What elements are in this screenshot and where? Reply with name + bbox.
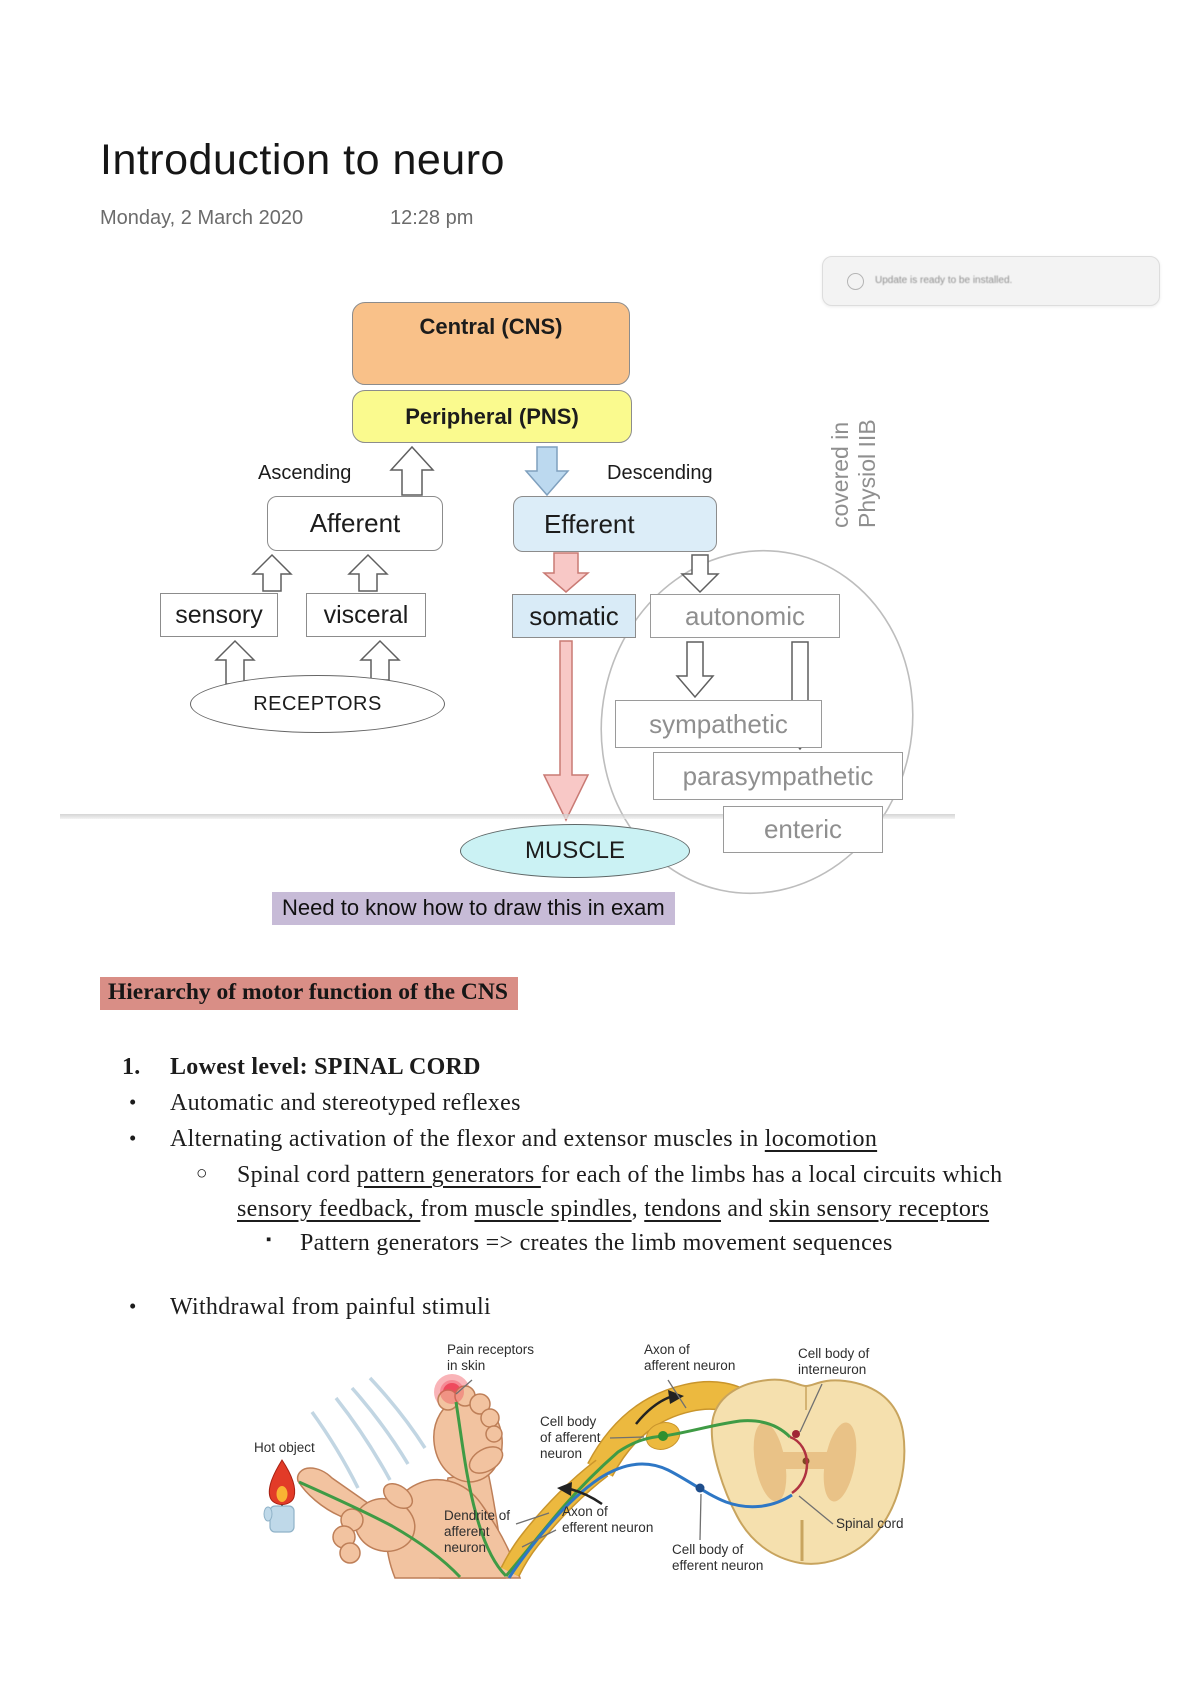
arrow-efferent-to-autonomic <box>680 554 720 594</box>
square-bullet-icon: ▪ <box>266 1232 272 1248</box>
box-afferent: Afferent <box>267 496 443 551</box>
flame-icon <box>268 1459 296 1505</box>
label-cellbody-interneuron: Cell body of interneuron <box>798 1346 870 1377</box>
list-item-locomotion: Alternating activation of the flexor and… <box>170 1126 878 1152</box>
ellipse-receptors: RECEPTORS <box>190 675 445 733</box>
label-hot-object: Hot object <box>254 1440 315 1455</box>
update-toast-text: Update is ready to be installed. <box>875 275 1013 286</box>
reflex-figure <box>230 1374 1050 1619</box>
label-axon-efferent: Axon of efferent neuron <box>562 1504 654 1535</box>
box-somatic: somatic <box>512 594 636 638</box>
update-toast[interactable]: Update is ready to be installed. <box>822 256 1160 306</box>
hot-object-candle <box>263 1459 296 1533</box>
bullet-icon: • <box>129 1126 137 1150</box>
update-status-icon <box>847 273 864 290</box>
box-peripheral-pns: Peripheral (PNS) <box>352 390 632 443</box>
arrow-receptors-to-visceral <box>359 639 401 681</box>
list-item-sensory-feedback: sensory feedback, from muscle spindles, … <box>237 1196 990 1222</box>
arrow-afferent-to-peripheral <box>389 445 435 496</box>
hand-nerve <box>298 1480 462 1579</box>
circle-bullet-icon: ○ <box>196 1163 208 1184</box>
list-item-spinal-cord: Lowest level: SPINAL CORD <box>170 1054 481 1080</box>
box-parasympathetic: parasympathetic <box>653 752 903 800</box>
list-marker: 1. <box>122 1054 141 1080</box>
page-time: 12:28 pm <box>390 207 474 229</box>
label-dendrite-afferent: Dendrite of afferent neuron <box>444 1508 511 1555</box>
arrow-receptors-to-sensory <box>214 639 256 685</box>
list-item-withdrawal: Withdrawal from painful stimuli <box>170 1294 491 1320</box>
image-bottom-edge <box>60 814 955 819</box>
label-descending: Descending <box>607 462 713 484</box>
exam-note: Need to know how to draw this in exam <box>272 892 675 925</box>
label-pain-receptors: Pain receptors in skin <box>447 1342 535 1373</box>
pain-glow-inner <box>443 1383 461 1401</box>
box-autonomic: autonomic <box>650 594 840 638</box>
covered-note: covered in Physiol IIB <box>827 419 880 528</box>
pain-glow-outer <box>434 1374 470 1410</box>
afferent-cell-body-dot <box>658 1431 668 1441</box>
bullet-icon: • <box>129 1294 137 1318</box>
arrow-sensory-to-afferent <box>251 553 293 592</box>
arrow-somatic-to-muscle <box>542 640 590 822</box>
interneuron-path <box>789 1435 809 1495</box>
box-enteric: enteric <box>723 806 883 853</box>
bullet-icon: • <box>129 1090 137 1114</box>
section-heading: Hierarchy of motor function of the CNS <box>100 977 518 1010</box>
arrow-efferent-to-somatic <box>541 552 591 593</box>
label-cellbody-afferent: Cell body of afferent neuron <box>540 1414 601 1461</box>
box-central-cns: Central (CNS) <box>352 302 630 385</box>
efferent-cell-body-dot <box>695 1483 705 1493</box>
central-canal <box>802 1457 810 1465</box>
list-item-reflexes: Automatic and stereotyped reflexes <box>170 1090 521 1116</box>
arrow-autonomic-to-sympathetic <box>675 641 715 699</box>
interneuron-cell-body-dot <box>792 1430 800 1438</box>
pain-glow-overlay <box>440 1380 464 1404</box>
label-spinal-cord: Spinal cord <box>836 1516 904 1531</box>
label-ascending: Ascending <box>258 462 352 484</box>
box-visceral: visceral <box>306 593 426 637</box>
motion-lines <box>310 1376 427 1489</box>
box-sympathetic: sympathetic <box>615 700 822 748</box>
list-item-pattern-generators: Spinal cord pattern generators for each … <box>237 1162 1003 1188</box>
list-item-limb-sequences: Pattern generators => creates the limb m… <box>300 1230 893 1256</box>
page-title: Introduction to neuro <box>100 136 505 184</box>
label-cellbody-efferent: Cell body of efferent neuron <box>672 1542 764 1573</box>
arrow-visceral-to-afferent <box>347 553 389 592</box>
box-sensory: sensory <box>160 593 278 637</box>
box-efferent: Efferent <box>513 496 717 552</box>
ellipse-muscle: MUSCLE <box>460 824 690 878</box>
page-date: Monday, 2 March 2020 <box>100 207 304 229</box>
spinal-cord-section <box>710 1378 906 1565</box>
label-axon-afferent: Axon of afferent neuron <box>644 1342 736 1373</box>
figure-crop <box>230 1579 1050 1619</box>
arrow-peripheral-to-efferent <box>524 446 570 497</box>
